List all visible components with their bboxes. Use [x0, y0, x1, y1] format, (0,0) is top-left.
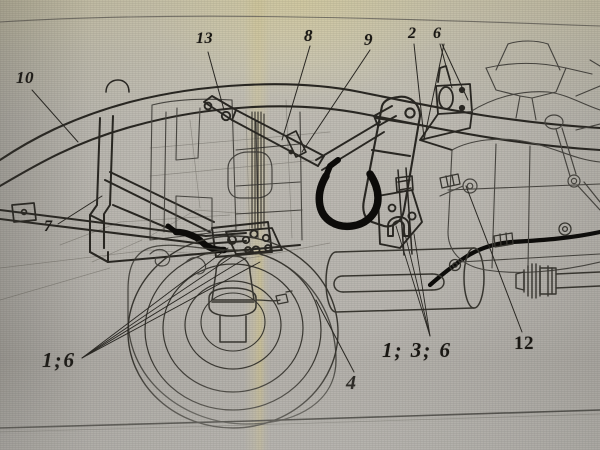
hydraulic-hose-loop: [315, 170, 382, 231]
callout-label-7: 7: [44, 218, 53, 236]
callout-leader-fan-16: [81, 247, 261, 359]
wheel-hub-kingpin: [208, 255, 257, 343]
callout-label-6: 6: [433, 25, 442, 43]
paper-crease-vertical-lower: [255, 250, 265, 450]
center-tank-outline: [227, 151, 273, 199]
callout-label-2: 2: [408, 25, 417, 43]
link-end-clamp: [11, 202, 37, 223]
arm-lower-bolt: [439, 173, 461, 189]
callout-label-9: 9: [364, 30, 373, 50]
hose-clip-detail: [149, 248, 207, 275]
callout-label-4: 4: [346, 372, 357, 395]
hose-right-run: [452, 229, 600, 268]
photo-shadow-left: [0, 0, 90, 450]
left-eye-link-right: [439, 178, 478, 197]
fender-arc: [0, 83, 600, 188]
axle-knuckle-plate: [225, 227, 283, 255]
page-edge-line: [0, 15, 600, 27]
callout-label-8: 8: [304, 26, 313, 46]
callout-label-1-6: 1;6: [42, 348, 76, 373]
callout-leader-12: [465, 185, 523, 333]
bellows-boot-assembly: [515, 263, 600, 299]
hose-eye-fitting: [558, 222, 572, 236]
right-body-panels: [447, 40, 600, 273]
hose-upper-tail: [323, 157, 341, 179]
ribbed-column: [251, 111, 265, 229]
vertical-rods: [397, 167, 413, 256]
callout-label-13: 13: [196, 30, 213, 48]
photo-highlight-bottom: [0, 360, 600, 450]
knob-lever-arm: [544, 114, 600, 211]
callout-leader-lines: [31, 43, 469, 225]
callout-label-12: 12: [514, 333, 534, 355]
hose-coupling: [493, 232, 514, 248]
hose-ferrule-left: [448, 258, 462, 272]
swing-arm-2: [362, 95, 422, 228]
fender-loop-bracket: [105, 79, 130, 93]
callout-leader-4: [315, 299, 355, 373]
ground-reference-line-shadow: [0, 413, 600, 433]
rod-collar: [395, 175, 414, 193]
callout-label-10: 10: [16, 68, 34, 88]
ground-reference-line: [0, 409, 600, 429]
top-mount-block-6: [419, 65, 473, 151]
callout-leader-fan-136: [395, 225, 431, 337]
upper-strut-13: [203, 95, 325, 167]
hydraulic-ram-cylinder: [325, 247, 485, 313]
strut-clamp-plate: [285, 130, 307, 158]
callout-label-1-3-6: 1; 3; 6: [382, 338, 452, 363]
road-wheel: [127, 235, 339, 429]
grease-nipple: [255, 290, 293, 305]
hose-left-tail: [165, 223, 179, 235]
